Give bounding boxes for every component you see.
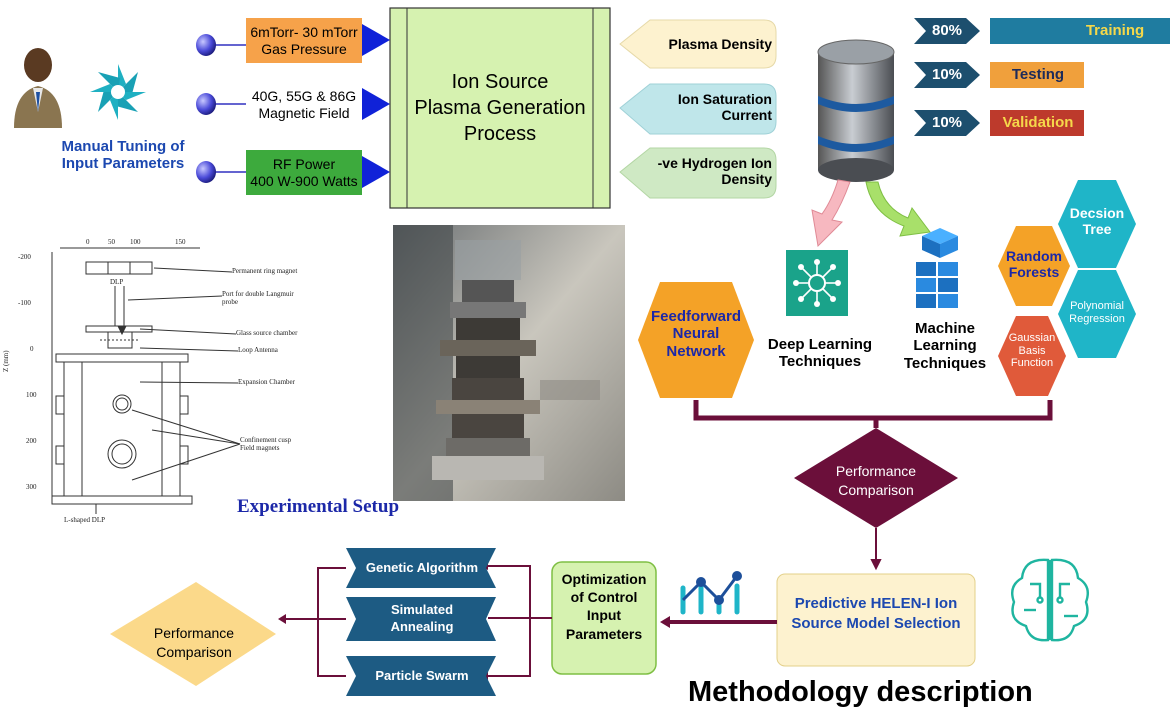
dlp-label: DLP [110, 278, 124, 286]
tick-z-minus200: -200 [18, 253, 31, 261]
label-expansion-chamber: Expansion Chamber [238, 378, 295, 386]
tick-z-0: 0 [30, 345, 34, 353]
input-node-1 [196, 34, 246, 56]
experimental-setup-photo [393, 225, 625, 501]
curved-arrow-green [865, 181, 931, 237]
brace-connector [693, 400, 1053, 428]
split-label-training: Training [1085, 22, 1145, 39]
arrow-left-icon [660, 616, 777, 628]
label-glass-chamber: Glass source chamber [236, 329, 298, 337]
tick-top-150: 150 [175, 238, 186, 246]
hexagon-decision-tree [1058, 180, 1136, 268]
input-box-magnetic-field [246, 82, 362, 127]
split-pct-testing: 10% [931, 66, 963, 83]
label-l-shaped-dlp: L-shaped DLP [64, 516, 106, 524]
z-axis-label: Z (mm) [2, 350, 10, 372]
schematic-drawing [51, 247, 241, 514]
bar-chart-icon [680, 571, 742, 615]
hexagon-feedforward [638, 282, 754, 398]
split-label-validation: Validation [1002, 114, 1074, 131]
process-box [389, 7, 611, 209]
performance-diamond-final [110, 582, 276, 686]
hexagon-gaussian [998, 316, 1066, 396]
input-box-gas-pressure [246, 18, 362, 63]
hexagon-polynomial [1058, 270, 1136, 358]
genetic-algorithm-label: Genetic Algorithm [365, 560, 479, 575]
deep-learning-icon [786, 250, 848, 316]
arrow-right-icon [362, 156, 390, 188]
tick-z-100: 100 [26, 391, 37, 399]
pinwheel-logo-icon [90, 64, 146, 120]
tick-z-minus100: -100 [18, 299, 31, 307]
experimental-setup-title: Experimental Setup [236, 496, 400, 517]
connector-algos-to-perf [286, 567, 346, 677]
output-plasma-density: Plasma Density [668, 36, 773, 52]
split-pct-validation: 10% [931, 114, 963, 131]
label-loop-antenna: Loop Antenna [238, 346, 278, 354]
tick-z-200: 200 [26, 437, 37, 445]
split-pct-training: 80% [931, 22, 963, 39]
brain-circuit-icon [1011, 558, 1089, 642]
connector-opt-to-algos [488, 565, 552, 677]
input-node-3 [196, 161, 246, 183]
split-label-testing: Testing [1011, 66, 1065, 83]
database-icon [817, 39, 895, 182]
algo-banner-particle [346, 656, 496, 696]
tick-top-50: 50 [108, 238, 115, 246]
particle-swarm-label: Particle Swarm [375, 668, 469, 683]
label-ring-magnet: Permanent ring magnet [232, 267, 298, 275]
output-shape-plasma-density [619, 19, 777, 69]
methodology-title: Methodology description [688, 676, 1033, 708]
split-row-validation [914, 110, 1084, 136]
output-shape-hydrogen-density [619, 147, 777, 199]
arrow-right-icon [362, 24, 390, 56]
person-icon [14, 48, 62, 128]
hexagon-random-forests [998, 226, 1070, 306]
input-node-2 [196, 93, 246, 115]
split-row-testing [914, 62, 1084, 88]
tick-top-100: 100 [130, 238, 141, 246]
machine-learning-icon [916, 228, 958, 308]
arrow-right-icon [362, 88, 390, 120]
tick-top-0: 0 [86, 238, 90, 246]
algo-banner-genetic [346, 548, 496, 588]
curved-arrow-pink [811, 179, 851, 248]
output-shape-ion-saturation [619, 83, 777, 135]
split-row-training [914, 18, 1170, 44]
performance-diamond [794, 428, 958, 528]
algo-banner-annealing [346, 597, 496, 641]
tick-z-300: 300 [26, 483, 37, 491]
input-box-rf-power [246, 150, 362, 195]
